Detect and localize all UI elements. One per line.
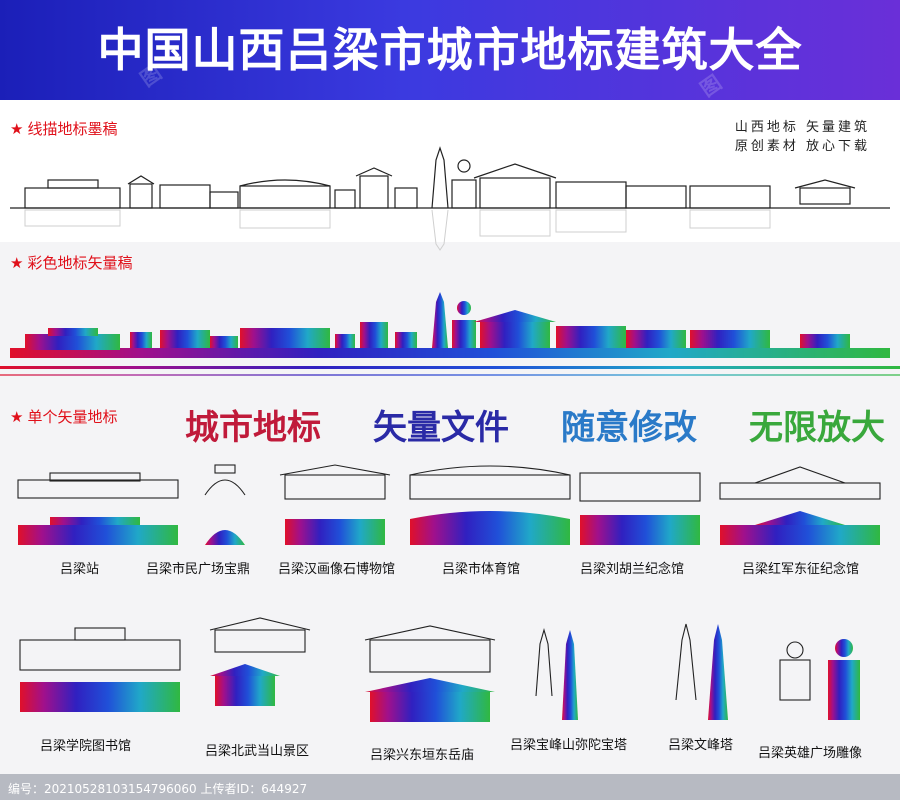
section-label-color-draft: ★彩色地标矢量稿 [10,254,133,272]
slogan-row: 城市地标 矢量文件 随意修改 无限放大 [185,400,885,449]
landmark-caption: 吕梁站 [60,562,100,577]
landmark-caption: 吕梁红军东征纪念馆 [742,562,860,577]
slogan-3: 随意修改 [561,408,697,448]
landmark-caption: 吕梁市体育馆 [442,562,521,577]
star-icon: ★ [10,120,24,138]
landmark-caption: 吕梁汉画像石博物馆 [278,562,396,577]
slogan-1: 城市地标 [185,408,321,448]
promo-text: 山西地标 矢量建筑 原创素材 放心下载 [734,120,870,154]
landmark-caption: 吕梁刘胡兰纪念馆 [580,562,685,577]
color-skyline [0,292,900,376]
landmark-caption: 吕梁北武当山景区 [205,744,310,759]
landmark-icons-row-2 [19,617,860,722]
line-draft-panel [0,100,900,242]
star-icon: ★ [10,254,24,272]
landmark-caption: 吕梁文峰塔 [668,738,734,753]
landmark-caption: 吕梁兴东垣东岳庙 [370,748,475,763]
section-label-single: ★单个矢量地标 [10,408,118,426]
footer-bar: 编号：20210528103154796060 上传者ID：644927 [0,774,900,800]
landmark-caption: 吕梁市民广场宝鼎 [146,562,251,577]
landmark-icons-row-1 [17,464,881,545]
slogan-4: 无限放大 [749,408,885,448]
star-icon: ★ [10,408,24,426]
line-skyline [10,146,890,251]
slogan-2: 矢量文件 [373,408,509,448]
footer-text: 编号：20210528103154796060 上传者ID：644927 [8,782,308,796]
landmark-caption: 吕梁宝峰山弥陀宝塔 [510,738,628,753]
title-banner: 中国山西吕梁市城市地标建筑大全 图 图 [0,0,900,101]
section-label-line-draft: ★线描地标墨稿 [10,120,118,138]
page-title: 中国山西吕梁市城市地标建筑大全 [97,23,803,77]
landmark-caption: 吕梁学院图书馆 [40,739,132,754]
landmark-caption: 吕梁英雄广场雕像 [758,746,863,761]
